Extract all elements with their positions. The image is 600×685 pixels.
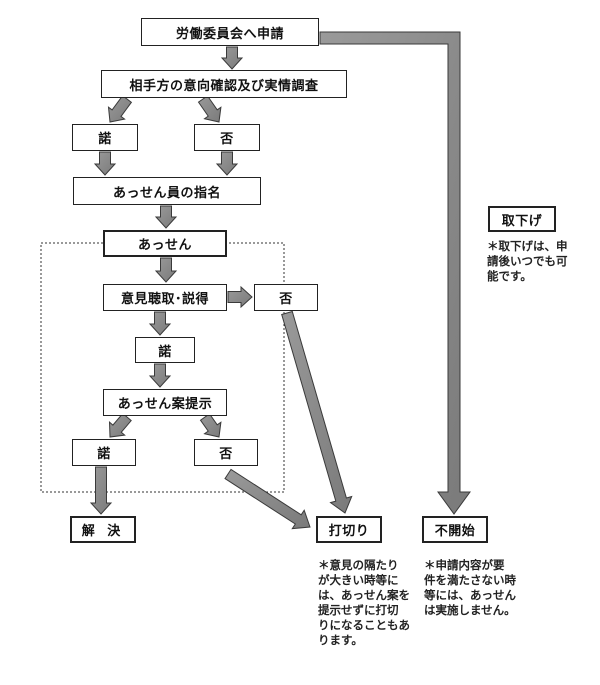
- hearing-box: 意見聴取･説得: [103, 284, 227, 311]
- note-line: は実施しません。: [424, 603, 516, 617]
- note-line: ＊意見の隔たり: [318, 558, 399, 572]
- arrow-yes3-to-resolve: [89, 466, 113, 515]
- no1-box: 否: [194, 124, 260, 151]
- no-hearing-box: 否: [254, 284, 318, 311]
- withdraw-box: 取下げ: [488, 206, 556, 232]
- arrow-hearing-to-no: [227, 285, 253, 309]
- note-line: が大きい時等に: [318, 573, 399, 587]
- yes3-box: 諾: [72, 439, 136, 466]
- withdraw-note: ＊取下げは、申 請後いつでも可 能です。: [487, 239, 568, 284]
- note-line: ります。: [318, 633, 363, 647]
- note-line: ＊取下げは、申: [487, 239, 568, 253]
- arrow-proposal-to-no3: [199, 413, 222, 438]
- investigate-box: 相手方の意向確認及び実情調査: [101, 70, 347, 98]
- arrow-assen-to-hearing: [154, 257, 178, 283]
- arrow-nominate-to-assen: [154, 205, 178, 229]
- not-start-box: 不開始: [422, 516, 488, 543]
- arrow-apply-to-not-start: [319, 31, 471, 515]
- yes1-box: 諾: [72, 124, 138, 151]
- arrow-hearing-to-yes2: [148, 311, 172, 336]
- note-line: 提示せずに打切: [318, 603, 399, 617]
- terminate-note: ＊意見の隔たり が大きい時等に は、あっせん案を 提示せずに打切 りになることも…: [318, 558, 410, 648]
- resolve-box: 解 決: [70, 516, 136, 543]
- no3-box: 否: [194, 439, 258, 466]
- arrow-investigate-to-no1: [197, 95, 222, 123]
- apply-box: 労働委員会へ申請: [141, 18, 319, 46]
- arrow-yes2-to-proposal: [148, 363, 172, 388]
- arrow-proposal-to-yes3: [108, 412, 132, 438]
- nominate-box: あっせん員の指名: [73, 177, 261, 205]
- note-line: 件を満たさない時: [424, 573, 516, 587]
- proposal-box: あっせん案提示: [103, 389, 227, 416]
- note-line: は、あっせん案を: [318, 588, 410, 602]
- arrow-no3-to-terminate: [224, 468, 311, 530]
- note-line: 等には、あっせん: [424, 588, 516, 602]
- arrow-investigate-to-yes1: [107, 94, 133, 123]
- note-line: 請後いつでも可: [487, 254, 568, 268]
- yes2-box: 諾: [135, 337, 195, 363]
- arrow-no-hearing-to-terminate: [281, 310, 353, 514]
- not-start-note: ＊申請内容が要 件を満たさない時 等には、あっせん は実施しません。: [424, 558, 516, 618]
- arrow-no1-to-nominate: [215, 151, 239, 176]
- arrow-apply-to-investigate: [220, 46, 244, 70]
- terminate-box: 打切り: [316, 516, 382, 543]
- note-line: りになることもあ: [318, 618, 410, 632]
- arrow-yes1-to-nominate: [93, 151, 117, 176]
- note-line: 能です。: [487, 269, 532, 283]
- note-line: ＊申請内容が要: [424, 558, 505, 572]
- assen-box: あっせん: [103, 230, 227, 257]
